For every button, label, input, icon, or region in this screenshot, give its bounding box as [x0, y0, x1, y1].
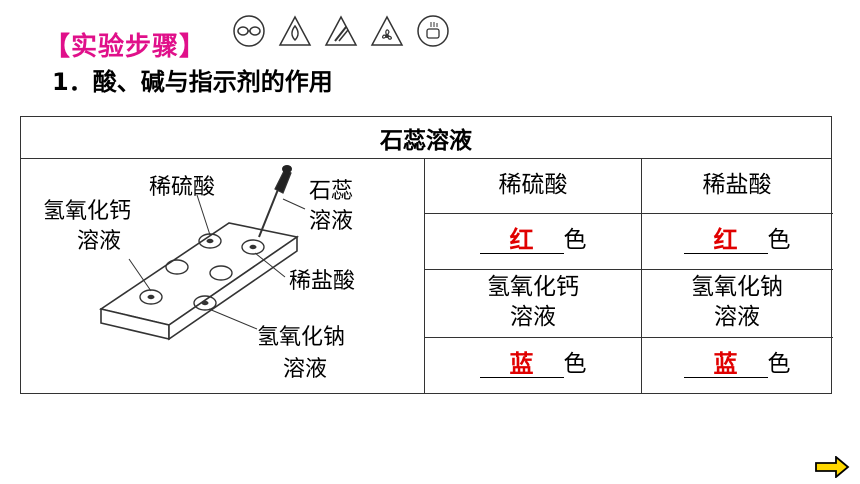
corrosive-icon: [324, 15, 358, 46]
label-calcium-hydroxide-2: 溶液: [77, 229, 122, 254]
safety-icons: [232, 14, 450, 48]
col-header-sulfuric: 稀硫酸: [498, 172, 568, 199]
answer-blank[interactable]: 红: [479, 227, 564, 255]
flame-icon: [278, 15, 312, 46]
answer-blank[interactable]: 蓝: [683, 351, 768, 379]
label-sodium-hydroxide-1: 氢氧化钠: [257, 325, 346, 350]
table-title: 石蕊溶液: [21, 117, 831, 159]
answer-sulfuric-litmus: 红色: [425, 213, 641, 269]
label-litmus-1: 石蕊: [309, 179, 354, 204]
spot-plate-drawing: [99, 165, 306, 341]
answer-sodium-litmus: 蓝色: [641, 337, 833, 393]
next-arrow-icon[interactable]: [814, 456, 850, 478]
label-dilute-hydrochloric: 稀盐酸: [289, 269, 356, 294]
spot-plate-illustration: 稀硫酸 石蕊 溶液 氢氧化钙 溶液 稀盐酸 氢氧化钠 溶液: [21, 159, 425, 393]
label-calcium-hydroxide-1: 氢氧化钙: [43, 199, 132, 224]
litmus-table: 石蕊溶液: [20, 116, 833, 394]
label-dilute-sulfuric: 稀硫酸: [149, 175, 216, 200]
hand-wash-icon: [417, 15, 449, 47]
label-sodium-hydroxide-2: 溶液: [283, 357, 328, 382]
goggles-icon: [233, 15, 265, 47]
answer-hydrochloric-litmus: 红色: [641, 213, 833, 269]
fan-icon: [370, 15, 404, 46]
base-label-sodium: 氢氧化钠 溶液: [691, 274, 783, 330]
base-label-calcium: 氢氧化钙 溶液: [487, 274, 579, 330]
section-heading: 【实验步骤】: [44, 32, 207, 62]
label-litmus-2: 溶液: [309, 209, 354, 234]
answer-blank[interactable]: 红: [683, 227, 768, 255]
col-header-hydrochloric: 稀盐酸: [702, 172, 772, 199]
answer-blank[interactable]: 蓝: [479, 351, 564, 379]
step-subheading: 1．酸、碱与指示剂的作用: [52, 68, 333, 96]
answer-calcium-litmus: 蓝色: [425, 337, 641, 393]
